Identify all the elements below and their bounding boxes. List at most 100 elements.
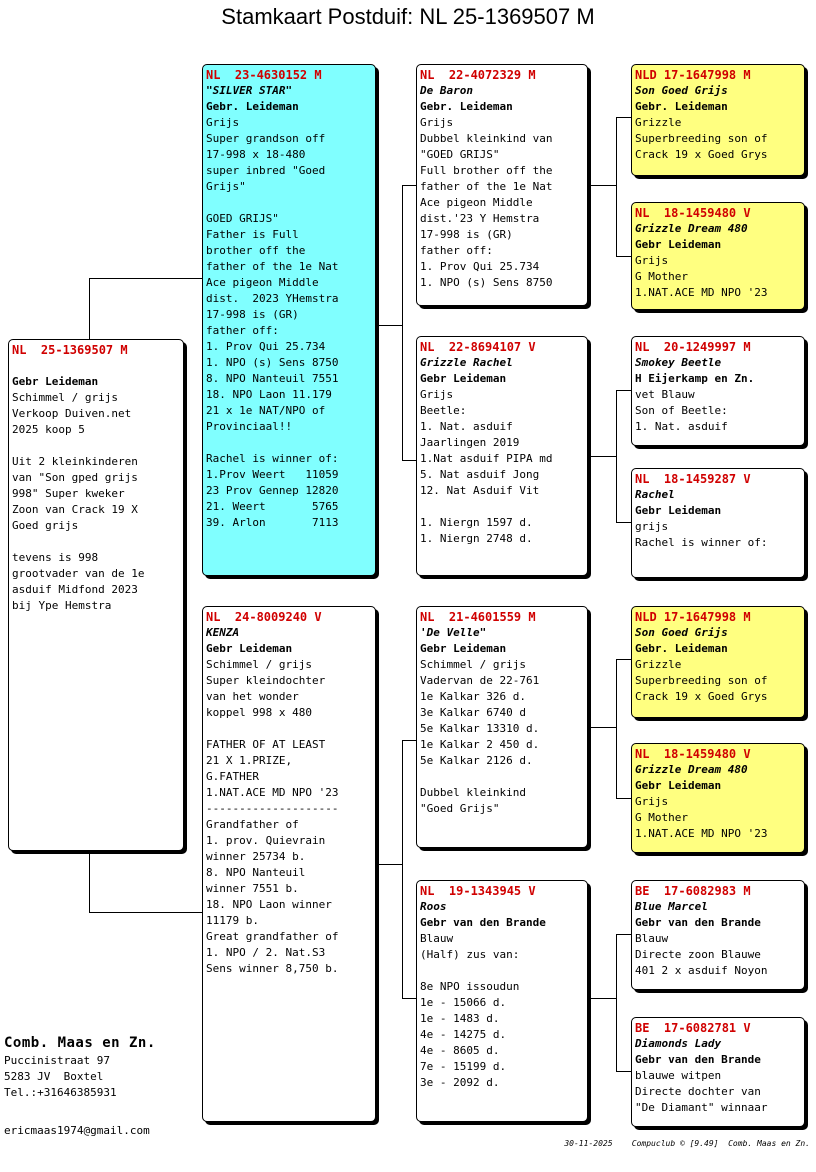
info-line: FATHER OF AT LEAST	[206, 738, 326, 751]
info-line: 401 2 x asduif Noyon	[635, 964, 768, 977]
info-line: 39. Arlon 7113	[206, 516, 339, 529]
owner-name: Gebr. Leideman	[206, 100, 299, 113]
info-line: 8. NPO Nanteuil 7551	[206, 372, 339, 385]
owner-name: Gebr van den Brande	[420, 916, 546, 929]
info-line: Dubbel kleinkind van	[420, 132, 553, 145]
pigeon-name: Grizzle Rachel	[420, 356, 513, 369]
info-line: winner 7551 b.	[206, 882, 299, 895]
info-line: (Half) zus van:	[420, 948, 520, 961]
ring-number: NL 18-1459480 V	[635, 747, 751, 761]
info-line: 1.Nat asduif PIPA md	[420, 452, 553, 465]
info-line: brother off the	[206, 244, 306, 257]
ring-number: NL 21-4601559 M	[420, 610, 536, 624]
info-line: 1. Nat. asduif	[420, 420, 513, 433]
info-line: "De Diamant" winnaar	[635, 1101, 768, 1114]
connector-line	[588, 185, 616, 186]
connector-line	[616, 522, 631, 523]
connector-line	[616, 934, 617, 1071]
pigeon-name: Blue Marcel	[635, 900, 708, 913]
info-line: Ace pigeon Middle	[420, 196, 533, 209]
info-line: Rachel is winner of:	[206, 452, 339, 465]
info-line: Super kleindochter	[206, 674, 326, 687]
info-line: GOED GRIJS"	[206, 212, 279, 225]
connector-line	[588, 727, 616, 728]
info-line: father of the 1e Nat	[206, 260, 339, 273]
info-line: super inbred "Goed	[206, 164, 326, 177]
breeder-city: 5283 JV Boxtel	[4, 1070, 104, 1083]
connector-line	[89, 278, 204, 279]
info-line: 23 Prov Gennep 12820	[206, 484, 339, 497]
info-line: Directe zoon Blauwe	[635, 948, 761, 961]
owner-name: Gebr van den Brande	[635, 916, 761, 929]
info-line: 1e - 15066 d.	[420, 996, 507, 1009]
info-line: --------------------	[206, 802, 339, 815]
info-line: Grandfather of	[206, 818, 299, 831]
pigeon-name: Rachel	[635, 488, 675, 501]
info-line: Son of Beetle:	[635, 404, 728, 417]
info-line: Grijs	[420, 116, 454, 129]
info-line: dist. 2023 YHemstra	[206, 292, 339, 305]
breeder-name: Comb. Maas en Zn.	[4, 1035, 156, 1051]
ring-number: BE 17-6082781 V	[635, 1021, 751, 1035]
info-line: 1. Prov Qui 25.734	[206, 340, 326, 353]
info-line: G.FATHER	[206, 770, 259, 783]
owner-name: Gebr Leideman	[635, 238, 722, 251]
info-line: 1e Kalkar 326 d.	[420, 690, 526, 703]
pigeon-name: Grizzle Dream 480	[635, 222, 748, 235]
info-line: Full brother off the	[420, 164, 553, 177]
info-line: 1. Nat. asduif	[635, 420, 728, 433]
pigeon-name: KENZA	[206, 626, 240, 639]
info-line: "Goed Grijs"	[420, 802, 500, 815]
info-line: dist.'23 Y Hemstra	[420, 212, 540, 225]
info-line: Great grandfather of	[206, 930, 339, 943]
info-line: bij Ype Hemstra	[12, 599, 112, 612]
info-line: Grijs	[206, 116, 240, 129]
info-line: 1e Kalkar 2 450 d.	[420, 738, 540, 751]
ring-number: NLD 17-1647998 M	[635, 610, 751, 624]
info-line: Blauw	[420, 932, 454, 945]
father-card[interactable]: NL 23-4630152 M"SILVER STAR"Gebr. Leidem…	[202, 64, 376, 576]
info-line: Grijs	[635, 254, 669, 267]
info-line: Uit 2 kleinkinderen	[12, 455, 138, 468]
info-line	[12, 534, 180, 550]
info-line: 3e - 2092 d.	[420, 1076, 500, 1089]
info-line: koppel 998 x 480	[206, 706, 312, 719]
info-line: 18. NPO Laon winner	[206, 898, 332, 911]
connector-line	[402, 740, 416, 741]
info-line: Grijs	[420, 388, 454, 401]
info-line: Beetle:	[420, 404, 467, 417]
info-line: Ace pigeon Middle	[206, 276, 319, 289]
pigeon-name: Grizzle Dream 480	[635, 763, 748, 776]
info-line: Rachel is winner of:	[635, 536, 768, 549]
info-line: 998" Super kweker	[12, 487, 125, 500]
owner-name: H Eijerkamp en Zn.	[635, 372, 755, 385]
info-line: vet Blauw	[635, 388, 695, 401]
connector-line	[89, 912, 204, 913]
info-line: 8. NPO Nanteuil	[206, 866, 306, 879]
info-line: 11179 b.	[206, 914, 259, 927]
info-line: 18. NPO Laon 11.179	[206, 388, 332, 401]
info-line: Vadervan de 22-761	[420, 674, 540, 687]
breeder-email[interactable]: ericmaas1974@gmail.com	[4, 1124, 150, 1137]
info-line: 1.Prov Weert 11059	[206, 468, 339, 481]
info-line: 5. Nat asduif Jong	[420, 468, 540, 481]
info-line: Schimmel / grijs	[206, 658, 312, 671]
info-line: van "Son gped grijs	[12, 471, 138, 484]
info-line: Father is Full	[206, 228, 299, 241]
pigeon-name: De Baron	[420, 84, 473, 97]
info-line: Superbreeding son of	[635, 132, 768, 145]
